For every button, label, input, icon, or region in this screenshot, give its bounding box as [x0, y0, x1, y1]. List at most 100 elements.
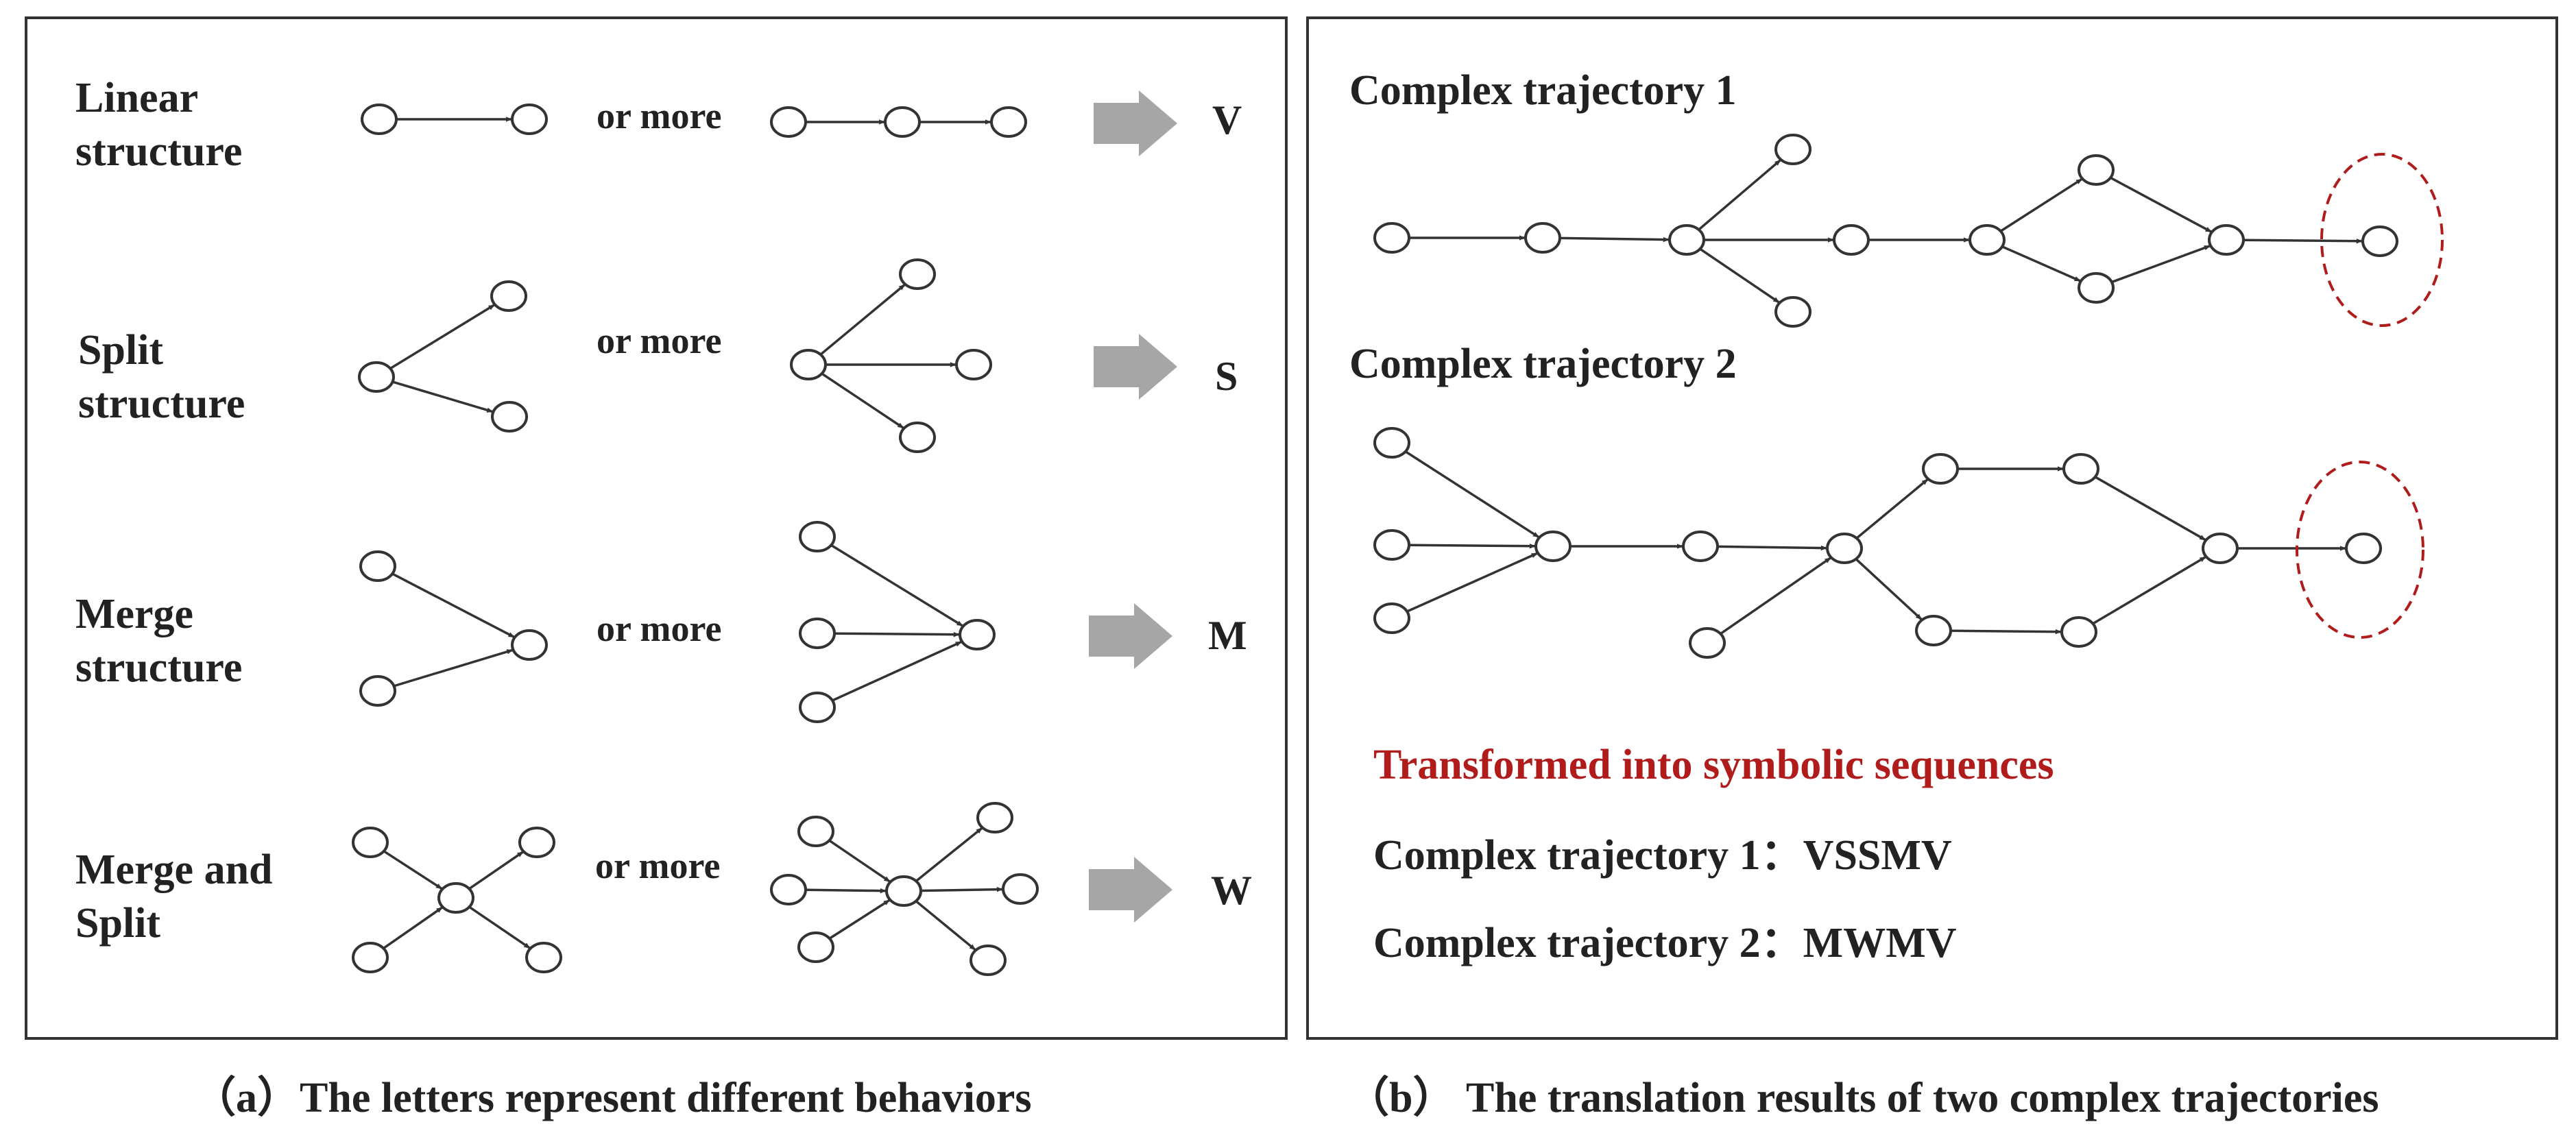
- graph-node: [976, 802, 1013, 833]
- panel-a: [25, 16, 1288, 1040]
- graph-node: [1373, 529, 1410, 561]
- graph-node: [770, 874, 807, 905]
- graph-edge: [468, 905, 531, 949]
- graph-node: [1826, 533, 1863, 564]
- row-label-line1: Merge: [75, 591, 194, 637]
- graph-edge: [819, 284, 906, 356]
- block-arrow-icon: [1094, 334, 1177, 400]
- graph-node: [1833, 224, 1870, 256]
- trajectory-1-title: Complex trajectory 1: [1349, 67, 1737, 114]
- sequence-1: Complex trajectory 1：VSSMV: [1373, 829, 1952, 883]
- graph-edge: [392, 572, 515, 639]
- graph-edge: [830, 544, 963, 627]
- graph-edge: [1720, 557, 1831, 635]
- graph-edge: [828, 839, 891, 883]
- block-arrow-icon: [1094, 90, 1177, 156]
- row-label-line2: structure: [75, 644, 243, 691]
- graph-node: [1373, 602, 1410, 634]
- graph-node: [511, 103, 548, 135]
- graph-node: [1689, 627, 1726, 659]
- graph-edge: [1559, 236, 1670, 243]
- graph-node: [1534, 531, 1572, 562]
- graph-node: [352, 942, 389, 973]
- row-label-line2: Split: [75, 899, 161, 947]
- graph-node: [2208, 224, 2245, 256]
- graph-edge: [2092, 556, 2206, 625]
- graph-node: [899, 422, 936, 453]
- graph-node: [2345, 533, 2382, 564]
- highlight-ellipse: [2320, 153, 2444, 327]
- graph-node: [799, 618, 836, 649]
- sequence-2-label: Complex trajectory 2：: [1373, 920, 1803, 966]
- or-more-label: or more: [597, 608, 722, 649]
- symbolic-sequences-title: Transformed into symbolic sequences: [1373, 742, 2054, 788]
- caption-b: （b） The translation results of two compl…: [1347, 1075, 2379, 1121]
- graph-node: [799, 521, 836, 552]
- graph-edge: [1408, 543, 1536, 549]
- graph-node: [797, 816, 834, 847]
- graph-node: [1922, 453, 1959, 485]
- graph-node: [885, 875, 922, 907]
- graph-node: [790, 349, 827, 380]
- graph-edge: [915, 900, 976, 951]
- graph-node: [491, 401, 528, 433]
- graph-node: [2078, 154, 2115, 186]
- graph-node: [525, 942, 562, 973]
- letter-w: W: [1211, 868, 1252, 913]
- graph-node: [1668, 224, 1705, 256]
- graph-node: [2078, 272, 2115, 304]
- graph-edge: [1698, 159, 1781, 231]
- row-label-line1: Split: [78, 327, 164, 374]
- graph-node: [1373, 427, 1410, 459]
- graph-edge: [2111, 245, 2211, 284]
- graph-edge: [389, 304, 495, 370]
- sequence-1-label: Complex trajectory 1：: [1373, 832, 1803, 879]
- graph-edge: [2110, 176, 2212, 233]
- block-arrow-icon: [1089, 603, 1172, 669]
- graph-node: [959, 619, 996, 650]
- graph-node: [1002, 873, 1039, 905]
- row-label-merge-and-split: Merge and Split: [75, 844, 273, 950]
- graph-edge: [832, 640, 962, 702]
- or-more-label: or more: [597, 320, 722, 361]
- graph-edge: [1855, 558, 1923, 621]
- graph-node: [1373, 222, 1410, 254]
- graph-edge: [1855, 478, 1929, 539]
- graph-node: [1524, 222, 1561, 254]
- letter-m: M: [1208, 613, 1247, 658]
- sequence-2: Complex trajectory 2：MWMV: [1373, 917, 1956, 971]
- graph-edge: [1406, 552, 1538, 613]
- block-arrow-icon: [1089, 857, 1172, 923]
- graph-node: [799, 692, 836, 723]
- row-label-linear: Linear structure: [75, 72, 242, 178]
- graph-edge: [834, 631, 960, 637]
- or-more-label: or more: [595, 845, 721, 886]
- graph-node: [359, 550, 396, 582]
- row-label-split: Split structure: [78, 324, 245, 430]
- graph-edge: [392, 380, 494, 413]
- or-more-label: or more: [597, 95, 722, 136]
- graph-node: [511, 629, 548, 661]
- graph-edge: [828, 899, 891, 940]
- panel-b: [1306, 16, 2558, 1040]
- graph-edge: [1717, 545, 1827, 551]
- graph-node: [955, 349, 992, 380]
- graph-edge: [383, 906, 443, 950]
- row-label-line1: Merge and: [75, 846, 273, 893]
- graph-edge: [2001, 245, 2081, 282]
- row-label-line1: Linear: [75, 75, 199, 121]
- graph-node: [490, 280, 527, 312]
- graph-node: [770, 106, 807, 138]
- graph-node: [1915, 615, 1952, 646]
- graph-node: [1774, 296, 1811, 328]
- graph-edge: [920, 886, 1003, 892]
- graph-edge: [1404, 450, 1540, 539]
- letter-s: S: [1215, 354, 1238, 399]
- graph-node: [2361, 226, 2398, 257]
- graph-node: [1774, 134, 1811, 165]
- graph-node: [2062, 453, 2099, 485]
- row-label-line2: structure: [78, 380, 245, 427]
- graph-node: [970, 945, 1007, 976]
- graph-edge: [915, 827, 983, 882]
